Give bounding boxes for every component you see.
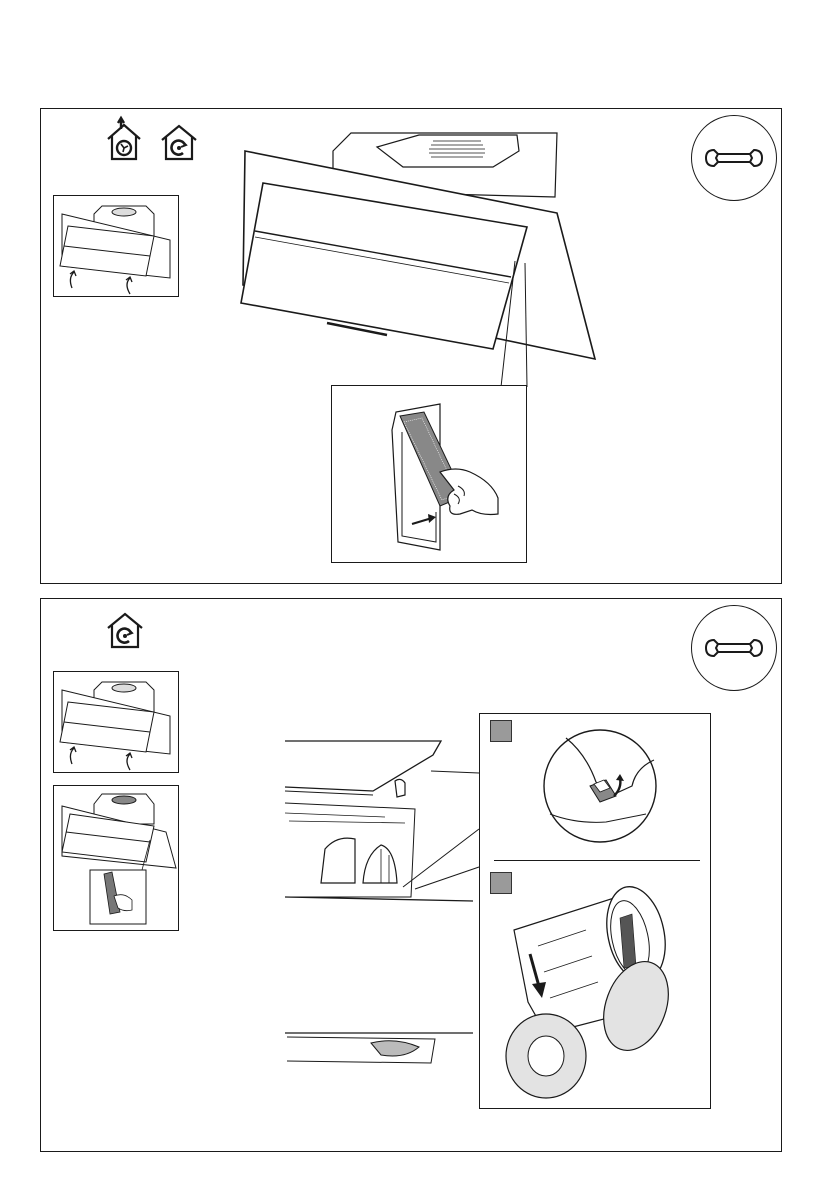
- tool-indicator: [691, 115, 777, 201]
- step-thumbnail-open-panel: [53, 195, 179, 297]
- step-thumbnail-open-panel: [53, 671, 179, 773]
- recirculation-mode-icon: [105, 611, 145, 649]
- latch-release-detail: [536, 724, 666, 844]
- panel-top: [40, 108, 782, 584]
- detail-remove-filter: [331, 385, 527, 563]
- carbon-filter-removal-detail: [494, 874, 704, 1104]
- step-marker-1: [490, 720, 512, 742]
- tool-indicator: [691, 605, 777, 691]
- step-divider: [494, 860, 700, 861]
- step-thumbnail-remove-filter: [53, 785, 179, 931]
- wrench-icon: [692, 606, 776, 690]
- ducted-mode-icon: [105, 117, 143, 161]
- detail-carbon-filter-steps: [479, 713, 711, 1109]
- panel-bottom: [40, 598, 782, 1152]
- hood-illustration: [237, 127, 607, 367]
- wrench-icon: [692, 116, 776, 200]
- recirculation-mode-icon: [159, 123, 199, 161]
- hood-cutaway-illustration: [285, 737, 485, 1057]
